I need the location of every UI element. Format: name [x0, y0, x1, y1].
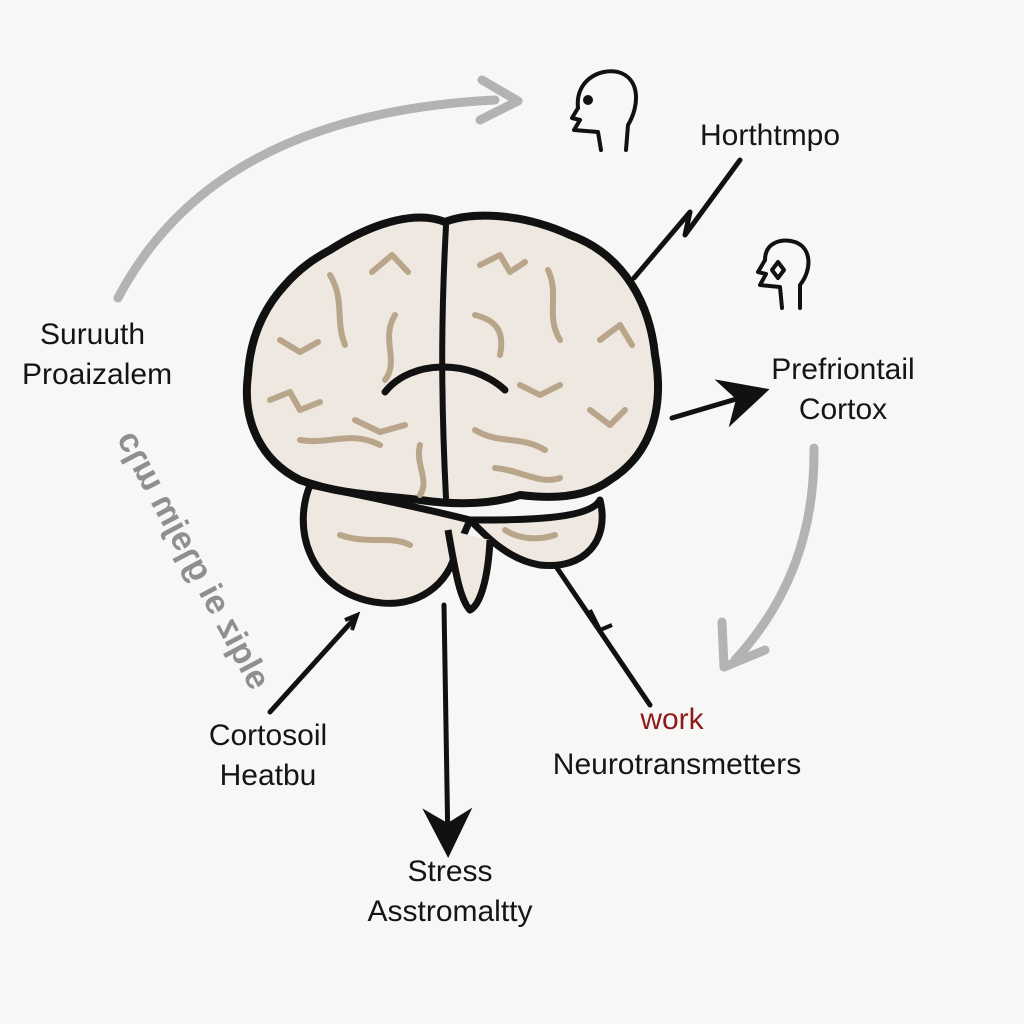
label-prefrontal-line1: Prefriontail [771, 353, 915, 386]
arrow-to-stress [422, 602, 473, 858]
label-prefrontal-line2: Cortox [798, 393, 888, 426]
label-cortisol-line2: Heatbu [219, 759, 317, 792]
arrow-to-cortisol [267, 615, 358, 715]
label-stress-line1: Stress [407, 855, 493, 888]
label-prefrontal-group: Prefriontail Cortox [748, 350, 938, 430]
lightning-arrow [631, 157, 743, 281]
label-stress-line2: Asstromaltty [367, 895, 533, 928]
cycle-arrow-right [717, 443, 819, 672]
label-horthtmpo: Horthtmpo [700, 119, 841, 152]
label-neurotransmitters-group: work Neurotransmetters [512, 700, 842, 785]
label-left-line1: Suruuth [40, 318, 146, 351]
cycle-arrow-top [113, 75, 523, 303]
arrow-to-cortisol-head [344, 611, 361, 631]
label-cortisol-line1: Cortosoil [208, 719, 328, 752]
arrow-to-neurotransmitters [552, 562, 653, 708]
label-neurotransmitters: Neurotransmetters [552, 748, 802, 781]
head-profile-icon [570, 69, 639, 152]
arrow-to-prefrontal [669, 379, 770, 428]
head-profile-diamond-icon [756, 238, 811, 310]
label-cortisol-group: Cortosoil Heatbu [178, 716, 358, 796]
label-stress-group: Stress Asstromaltty [335, 852, 565, 932]
label-left-line2: Proaizalem [22, 358, 173, 391]
brain-icon [242, 211, 662, 614]
label-work: work [640, 703, 704, 736]
arrow-to-neurotransmitters-head [588, 609, 613, 633]
label-left-group: Suruuth Proaizalem [22, 315, 172, 395]
